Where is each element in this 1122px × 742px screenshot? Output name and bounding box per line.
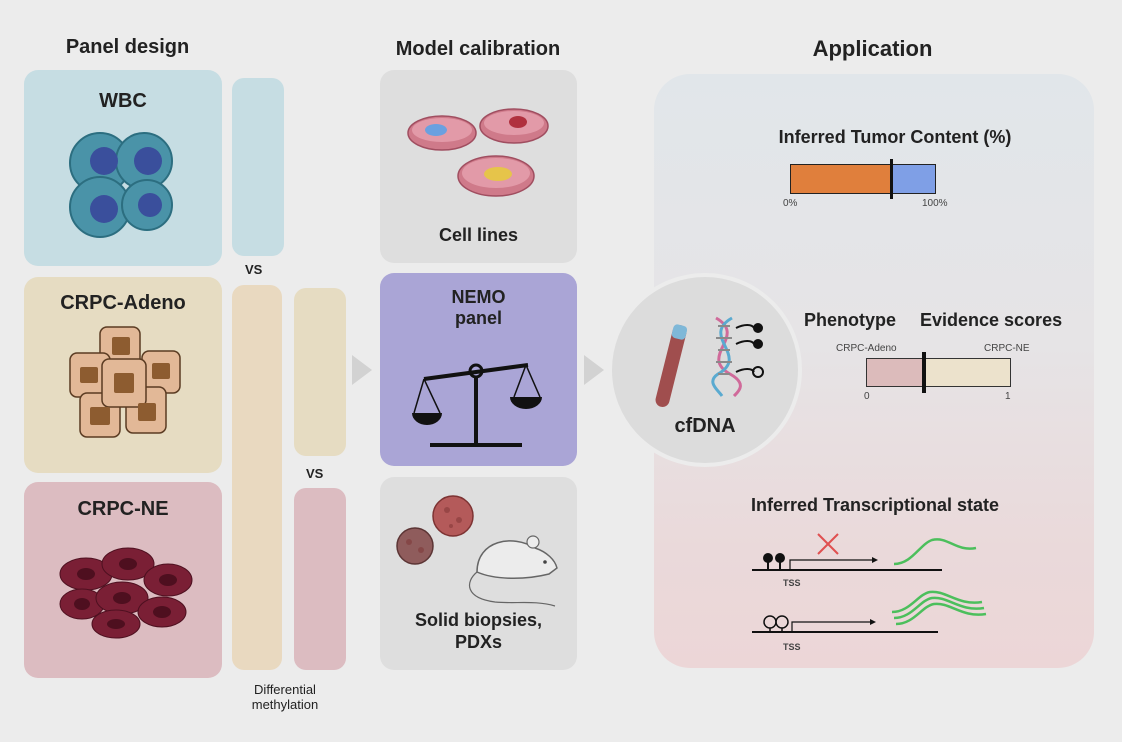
cfdna-label: cfDNA bbox=[674, 415, 736, 437]
arrow-right-icon-2 bbox=[584, 355, 604, 385]
phenotype-score-marker bbox=[922, 352, 927, 393]
adeno-ne-merged-bar bbox=[232, 285, 282, 670]
nemo-label-line2: panel bbox=[454, 308, 502, 328]
tumor-content-fill bbox=[791, 165, 892, 193]
tumor-content-title: Inferred Tumor Content (%) bbox=[778, 127, 1012, 147]
biopsies-label-line1: Solid biopsies, bbox=[414, 610, 543, 630]
scale-icon bbox=[412, 363, 542, 447]
differential-methylation-label: Differential methylation bbox=[240, 682, 330, 712]
application-title: Application bbox=[812, 36, 933, 61]
blood-tube-icon bbox=[655, 324, 688, 407]
phenotype-score-fill bbox=[867, 359, 925, 386]
petri-dishes-illustration bbox=[407, 108, 549, 197]
evidence-scores-title: Evidence scores bbox=[920, 310, 1063, 330]
tumor-content-bar bbox=[790, 159, 936, 199]
adeno-comparison-bar bbox=[294, 288, 346, 456]
tumor-content-marker bbox=[890, 159, 894, 199]
phenotype-score-bar bbox=[866, 352, 1011, 393]
phenotype-max-label: 1 bbox=[1005, 391, 1011, 402]
crpc-adeno-label: CRPC-Adeno bbox=[60, 292, 186, 314]
cfdna-circle bbox=[608, 273, 802, 467]
phenotype-min-label: 0 bbox=[864, 391, 870, 402]
ne-comparison-bar bbox=[294, 488, 346, 670]
biopsies-label-line2: PDXs bbox=[454, 632, 503, 652]
crpc-ne-label: CRPC-NE bbox=[77, 498, 169, 520]
wbc-cells-illustration bbox=[69, 132, 173, 238]
differential-label-line2: methylation bbox=[251, 697, 319, 712]
nemo-label-line1: NEMO bbox=[451, 287, 506, 307]
biopsies-mouse-illustration bbox=[396, 495, 558, 607]
phenotype-right-label: CRPC-NE bbox=[984, 343, 1030, 354]
crpc-adeno-cells-illustration bbox=[69, 326, 181, 438]
phenotype-title: Phenotype bbox=[804, 310, 897, 330]
vs-label-1: VS bbox=[245, 262, 263, 277]
differential-label-line1: Differential bbox=[254, 682, 316, 697]
panel-design-title: Panel design bbox=[65, 36, 190, 58]
tss-label-2: TSS bbox=[783, 642, 801, 652]
wbc-label: WBC bbox=[99, 90, 147, 112]
tss-label-1: TSS bbox=[783, 578, 801, 588]
wbc-comparison-bar bbox=[232, 78, 284, 256]
nemo-panel-card bbox=[380, 273, 577, 466]
dna-helix-icon bbox=[711, 316, 764, 398]
model-calibration-title: Model calibration bbox=[395, 38, 561, 60]
silenced-gene-diagram bbox=[752, 533, 977, 571]
cell-lines-label: Cell lines bbox=[438, 225, 519, 245]
active-gene-diagram bbox=[752, 590, 987, 633]
crpc-ne-cells-illustration bbox=[59, 547, 193, 639]
transcriptional-state-title: Inferred Transcriptional state bbox=[750, 495, 1000, 515]
vs-label-2: VS bbox=[306, 466, 324, 481]
tumor-min-label: 0% bbox=[783, 198, 798, 209]
phenotype-left-label: CRPC-Adeno bbox=[836, 343, 897, 354]
arrow-right-icon bbox=[352, 355, 372, 385]
tumor-max-label: 100% bbox=[922, 198, 948, 209]
